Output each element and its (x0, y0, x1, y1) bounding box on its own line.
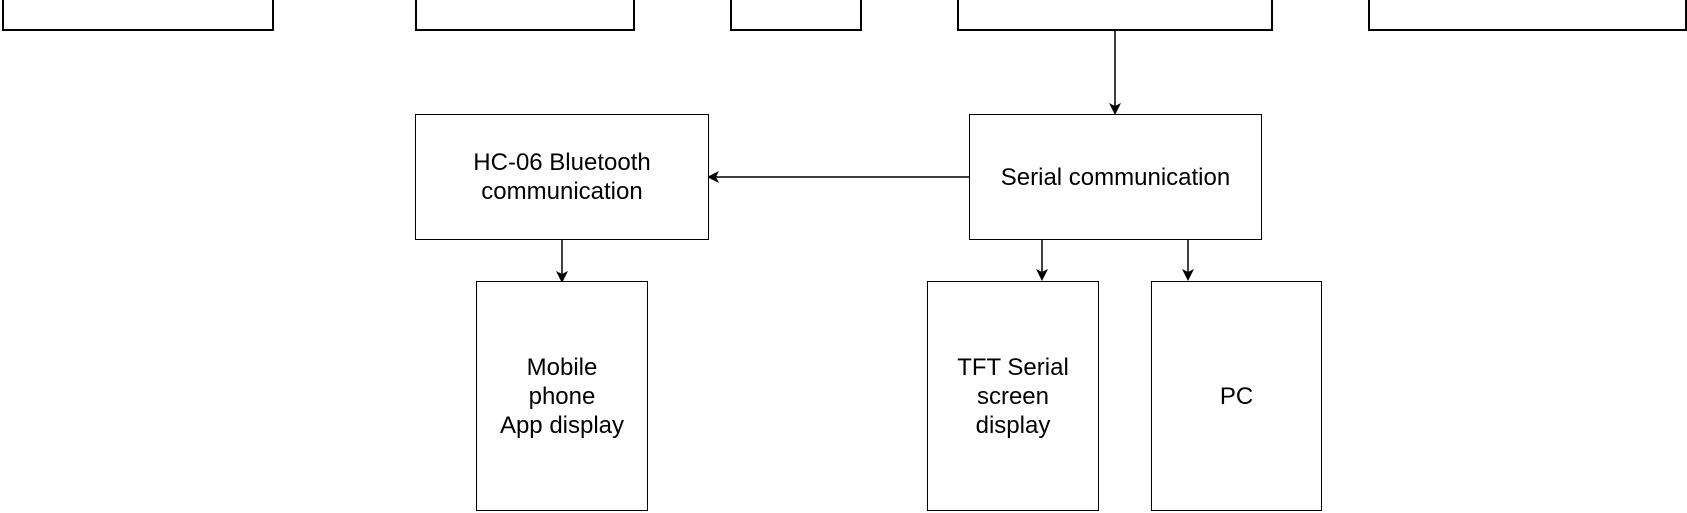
serial-communication-box: Serial communication (969, 114, 1262, 240)
serial-communication-label: Serial communication (1000, 163, 1231, 191)
pc-box: PC (1151, 281, 1322, 511)
bluetooth-communication-box: HC-06 Bluetooth communication (415, 114, 709, 240)
tft-serial-screen-box: TFT Serial screen display (927, 281, 1099, 511)
bluetooth-communication-label: HC-06 Bluetooth communication (473, 149, 651, 205)
top-box-5 (1368, 0, 1687, 31)
pc-label: PC (1219, 382, 1254, 410)
mobile-app-display-label: Mobile phone App display (499, 353, 625, 439)
top-box-2 (415, 0, 635, 31)
mobile-app-display-box: Mobile phone App display (476, 281, 648, 511)
top-box-3 (730, 0, 862, 31)
top-box-4 (957, 0, 1273, 31)
tft-serial-screen-label: TFT Serial screen display (957, 353, 1069, 439)
top-box-1 (2, 0, 274, 31)
